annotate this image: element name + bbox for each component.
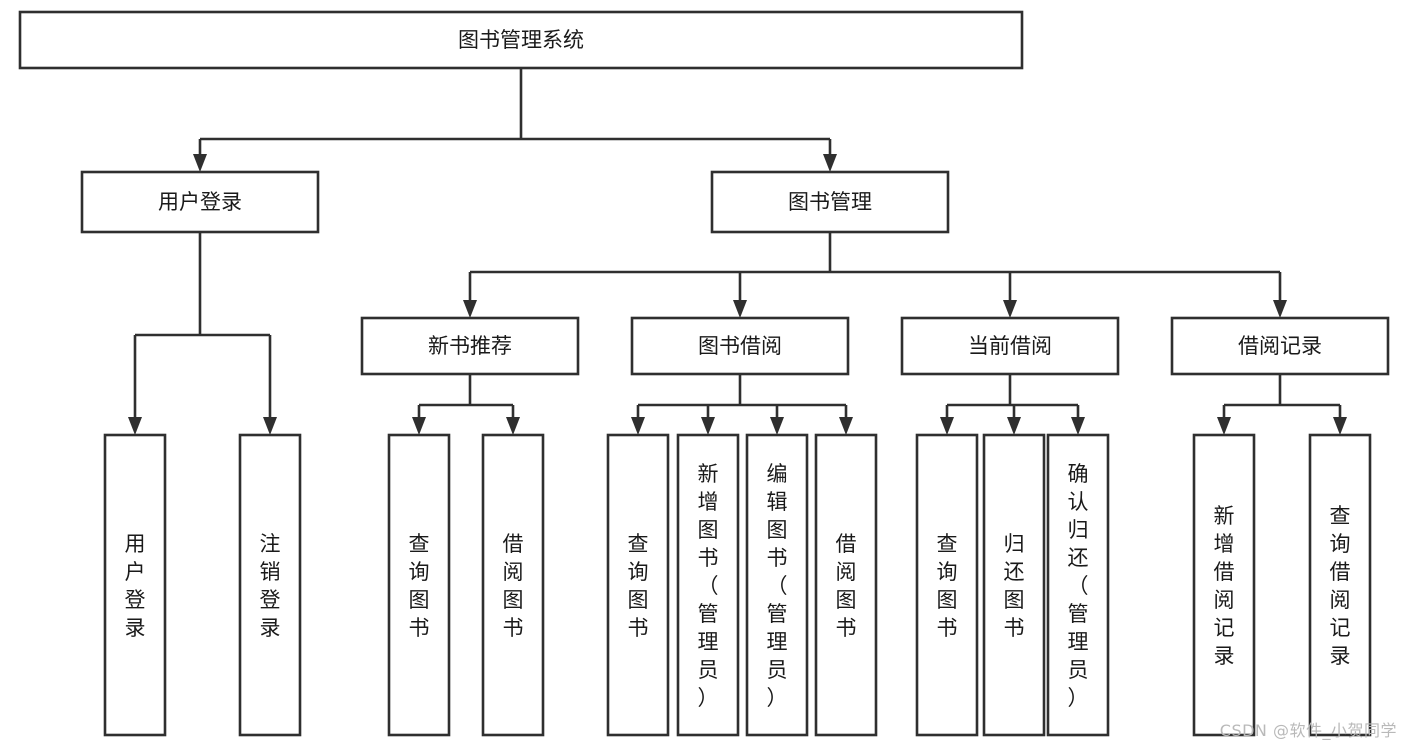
node-leaf-4[interactable]: 查询图书 <box>606 433 670 737</box>
node-level2-1[interactable]: 图书管理 <box>710 170 950 234</box>
node-label: 当前借阅 <box>968 334 1052 358</box>
node-leaf-9[interactable]: 归还图书 <box>982 433 1046 737</box>
node-level3-0[interactable]: 新书推荐 <box>360 316 580 376</box>
node-label: 用户登录 <box>158 190 242 214</box>
node-label: 新增图书（管理员） <box>698 462 719 710</box>
node-leaf-2[interactable]: 查询图书 <box>387 433 451 737</box>
node-label: 编辑图书（管理员） <box>767 462 788 710</box>
arrow-down-icon <box>1273 300 1287 318</box>
node-level2-0[interactable]: 用户登录 <box>80 170 320 234</box>
arrow-down-icon <box>1007 417 1021 435</box>
node-label: 图书管理 <box>788 190 872 214</box>
node-label: 借阅图书 <box>836 532 857 640</box>
node-leaf-8[interactable]: 查询图书 <box>915 433 979 737</box>
arrow-down-icon <box>1333 417 1347 435</box>
arrow-down-icon <box>193 154 207 172</box>
node-label: 借阅图书 <box>503 532 524 640</box>
node-leaf-6[interactable]: 编辑图书（管理员） <box>745 433 809 737</box>
node-root-system[interactable]: 图书管理系统 <box>18 10 1024 70</box>
connector-layer <box>128 68 1347 435</box>
node-label: 查询图书 <box>409 532 430 640</box>
node-leaf-7[interactable]: 借阅图书 <box>814 433 878 737</box>
arrow-down-icon <box>263 417 277 435</box>
node-level3-2[interactable]: 当前借阅 <box>900 316 1120 376</box>
arrow-down-icon <box>770 417 784 435</box>
node-label: 新书推荐 <box>428 334 512 358</box>
node-leaf-5[interactable]: 新增图书（管理员） <box>676 433 740 737</box>
node-label: 查询图书 <box>628 532 649 640</box>
node-level3-1[interactable]: 图书借阅 <box>630 316 850 376</box>
arrow-down-icon <box>823 154 837 172</box>
arrow-down-icon <box>412 417 426 435</box>
node-label: 确认归还（管理员） <box>1068 462 1089 710</box>
arrow-down-icon <box>463 300 477 318</box>
node-label: 归还图书 <box>1004 532 1025 640</box>
arrow-down-icon <box>1071 417 1085 435</box>
node-layer: 图书管理系统用户登录图书管理新书推荐图书借阅当前借阅借阅记录用户登录注销登录查询… <box>18 10 1390 737</box>
node-label: 图书管理系统 <box>458 28 584 52</box>
node-leaf-12[interactable]: 查询借阅记录 <box>1308 433 1372 737</box>
node-label: 查询图书 <box>937 532 958 640</box>
arrow-down-icon <box>701 417 715 435</box>
arrow-down-icon <box>506 417 520 435</box>
arrow-down-icon <box>128 417 142 435</box>
node-label: 借阅记录 <box>1238 334 1322 358</box>
arrow-down-icon <box>1217 417 1231 435</box>
node-label: 查询借阅记录 <box>1330 504 1351 668</box>
node-leaf-0[interactable]: 用户登录 <box>103 433 167 737</box>
arrow-down-icon <box>839 417 853 435</box>
node-leaf-3[interactable]: 借阅图书 <box>481 433 545 737</box>
arrow-down-icon <box>631 417 645 435</box>
node-leaf-10[interactable]: 确认归还（管理员） <box>1046 433 1110 737</box>
node-leaf-11[interactable]: 新增借阅记录 <box>1192 433 1256 737</box>
node-level3-3[interactable]: 借阅记录 <box>1170 316 1390 376</box>
node-label: 新增借阅记录 <box>1214 504 1235 668</box>
arrow-down-icon <box>940 417 954 435</box>
node-label: 注销登录 <box>260 532 281 640</box>
node-label: 用户登录 <box>125 532 146 640</box>
arrow-down-icon <box>733 300 747 318</box>
node-label: 图书借阅 <box>698 334 782 358</box>
node-leaf-1[interactable]: 注销登录 <box>238 433 302 737</box>
arrow-down-icon <box>1003 300 1017 318</box>
